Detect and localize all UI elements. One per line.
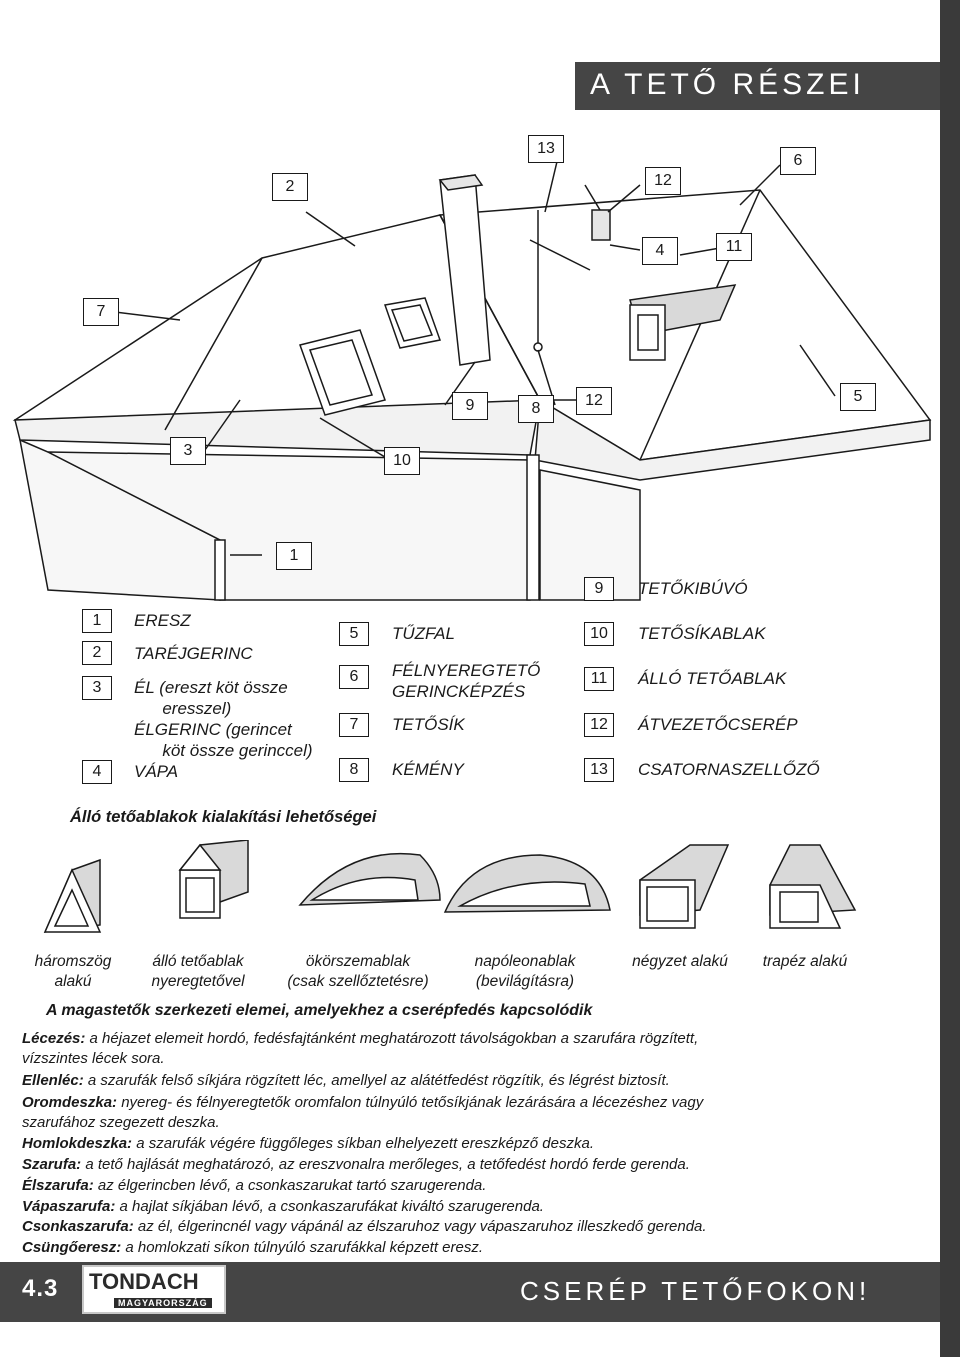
definition-term: Vápaszarufa: — [22, 1198, 116, 1215]
diagram-label: 11 — [716, 233, 752, 261]
page-title: A TETŐ RÉSZEI — [590, 68, 865, 101]
footer-slogan: CSERÉP TETŐFOKON! — [520, 1276, 871, 1306]
legend-text: VÁPA — [134, 762, 179, 781]
definition-text: a héjazet elemeit hordó, fedésfajtánként… — [85, 1030, 699, 1047]
dormer-caption: trapéz alakú — [762, 953, 848, 970]
diagram-label: 12 — [645, 167, 681, 195]
page-number: 4.3 — [22, 1275, 59, 1302]
dormer-illustrations — [43, 840, 857, 933]
legend-number: 12 — [584, 713, 614, 737]
definition-term: Szarufa: — [22, 1156, 82, 1173]
definition-text: nyereg- és félnyeregtetők oromfalon túln… — [117, 1094, 704, 1111]
definition-text: a szarufák végére függőleges síkban elhe… — [132, 1135, 594, 1152]
definition-text: az élgerincben lévő, a csonkaszarukat ta… — [93, 1177, 487, 1194]
definition-term: Homlokdeszka: — [22, 1135, 133, 1152]
legend-number: 10 — [584, 622, 614, 646]
definition-item: Homlokdeszka: a szarufák végére függőleg… — [22, 1134, 912, 1154]
definition-term: Oromdeszka: — [22, 1094, 118, 1111]
diagram-label: 1 — [276, 542, 312, 570]
legend-number: 9 — [584, 577, 614, 601]
dormer-caption: napóleonablak (bevilágításra) — [474, 953, 576, 990]
legend-number: 1 — [82, 609, 112, 633]
definition-text: az él, élgerincnél vagy vápánál az élsza… — [133, 1218, 707, 1235]
definition-item: Vápaszarufa: a hajlat síkjában lévő, a c… — [22, 1197, 912, 1217]
diagram-label: 2 — [272, 173, 308, 201]
legend-number: 4 — [82, 760, 112, 784]
legend-text: ÁLLÓ TETŐABLAK — [638, 669, 787, 688]
legend-number: 8 — [339, 758, 369, 782]
legend-number: 7 — [339, 713, 369, 737]
legend-text: TETŐSÍK — [392, 715, 465, 734]
legend-text: FÉLNYEREGTETŐ GERINCKÉPZÉS — [392, 661, 541, 701]
logo-subtext: MAGYARORSZÁG — [114, 1298, 212, 1308]
brand-logo: TONDACH MAGYARORSZÁG — [82, 1265, 226, 1314]
definition-item: Élszarufa: az élgerincben lévő, a csonka… — [22, 1176, 912, 1196]
roof-diagram — [12, 148, 932, 601]
diagram-label: 10 — [384, 447, 420, 475]
legend-number: 11 — [584, 667, 614, 691]
legend-text: KÉMÉNY — [392, 760, 464, 779]
legend-number: 5 — [339, 622, 369, 646]
legend-text: TŰZFAL — [392, 624, 455, 643]
definition-term: Lécezés: — [22, 1030, 86, 1047]
dormer-caption: négyzet alakú — [632, 953, 728, 970]
legend-text: TARÉJGERINC — [134, 644, 253, 663]
definition-item: Oromdeszka: nyereg- és félnyeregtetők or… — [22, 1093, 912, 1113]
diagram-label: 3 — [170, 437, 206, 465]
side-bar — [940, 0, 960, 1357]
legend-number: 2 — [82, 641, 112, 665]
definition-item: Szarufa: a tető hajlását meghatározó, az… — [22, 1155, 912, 1175]
header-band — [575, 62, 940, 110]
legend-number: 3 — [82, 676, 112, 700]
dormer-caption: ökörszemablak (csak szellőztetésre) — [287, 953, 429, 990]
definitions-title: A magastetők szerkezeti elemei, amelyekh… — [46, 1002, 593, 1019]
definition-term: Élszarufa: — [22, 1177, 94, 1194]
definition-text: a homlokzati síkon túlnyúló szarufákkal … — [121, 1239, 484, 1256]
definition-cont: szarufához szegezett deszka. — [22, 1114, 220, 1131]
definition-text: a tető hajlását meghatározó, az ereszvon… — [81, 1156, 690, 1173]
legend-text: ÉL (ereszt köt össze eresszel) ÉLGERINC … — [134, 678, 313, 760]
definition-item: Csüngőeresz: a homlokzati síkon túlnyúló… — [22, 1238, 912, 1258]
diagram-label: 7 — [83, 298, 119, 326]
diagram-label: 12 — [576, 387, 612, 415]
definition-term: Csonkaszarufa: — [22, 1218, 134, 1235]
legend-text: TETŐKIBÚVÓ — [638, 579, 748, 598]
diagram-label: 8 — [518, 395, 554, 423]
definition-term: Ellenléc: — [22, 1072, 84, 1089]
definition-item: Csonkaszarufa: az él, élgerincnél vagy v… — [22, 1217, 912, 1237]
legend-text: TETŐSÍKABLAK — [638, 624, 766, 643]
diagram-label: 9 — [452, 392, 488, 420]
diagram-label: 6 — [780, 147, 816, 175]
diagram-label: 5 — [840, 383, 876, 411]
dormer-section-title: Álló tetőablakok kialakítási lehetőségei — [70, 808, 377, 826]
definition-item: Lécezés: a héjazet elemeit hordó, fedésf… — [22, 1029, 912, 1049]
legend-number: 6 — [339, 665, 369, 689]
definition-item: Ellenléc: a szarufák felső síkjára rögzí… — [22, 1071, 912, 1091]
legend-text: ÁTVEZETŐCSERÉP — [638, 715, 798, 734]
legend-number: 13 — [584, 758, 614, 782]
legend-text: ERESZ — [134, 611, 191, 630]
dormer-caption: háromszög alakú — [34, 953, 112, 990]
diagram-label: 4 — [642, 237, 678, 265]
definition-text: a hajlat síkjában lévő, a csonkaszarufák… — [115, 1198, 544, 1215]
logo-text: TONDACH — [89, 1269, 199, 1294]
definition-text: a szarufák felső síkjára rögzített léc, … — [83, 1072, 670, 1089]
dormer-caption: álló tetőablak nyeregtetővel — [151, 953, 245, 990]
definition-term: Csüngőeresz: — [22, 1239, 122, 1256]
legend-text: CSATORNASZELLŐZŐ — [638, 760, 820, 779]
definition-cont: vízszintes lécek sora. — [22, 1050, 165, 1067]
diagram-label: 13 — [528, 135, 564, 163]
